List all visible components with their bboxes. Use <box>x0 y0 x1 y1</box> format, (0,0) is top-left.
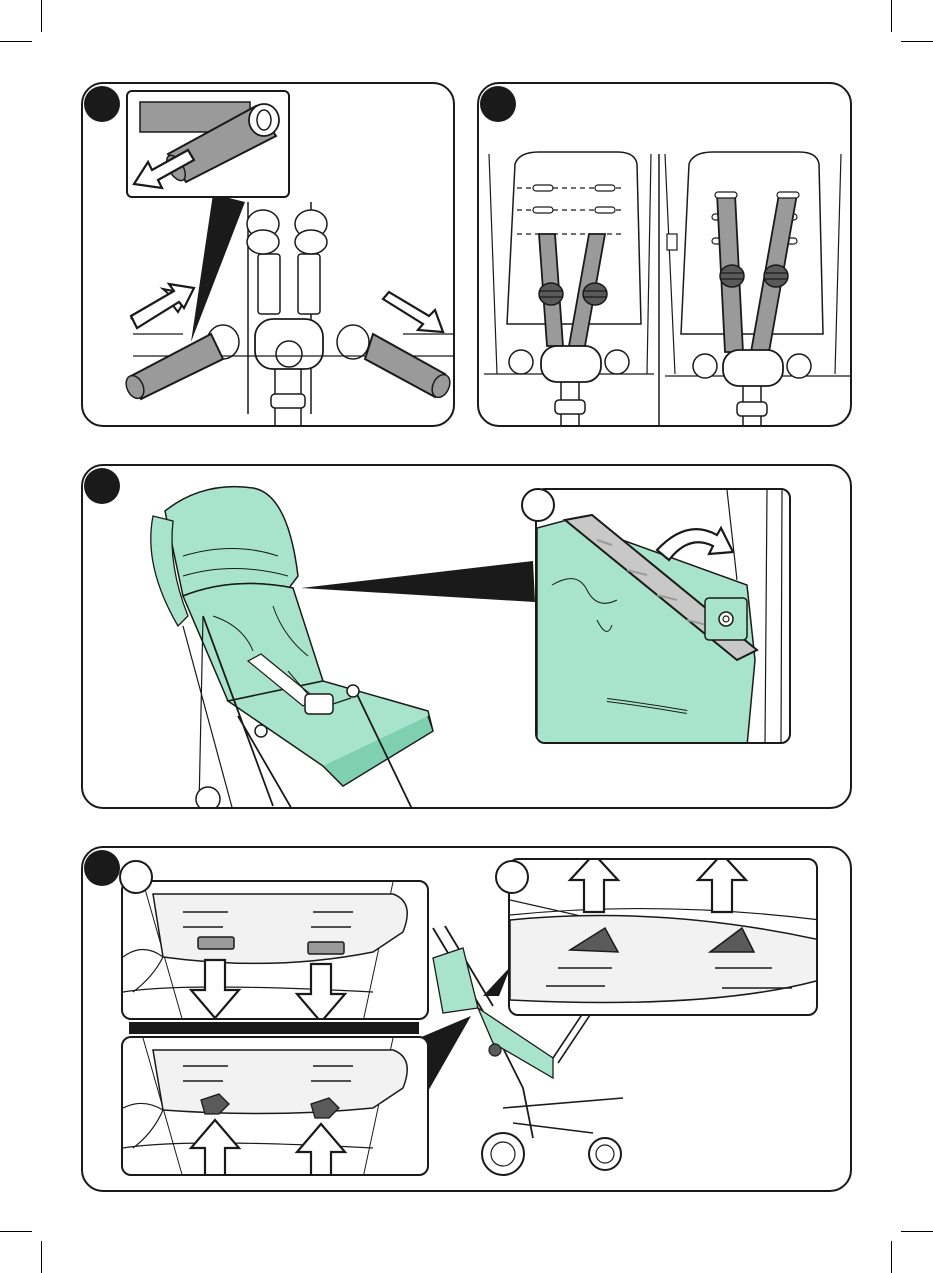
crop-mark <box>41 0 42 32</box>
panel-step-4 <box>81 846 852 1192</box>
sub-badge-b <box>119 860 153 894</box>
arrow-up-icon <box>297 1124 345 1176</box>
arrow-up-icon <box>698 860 746 912</box>
panel-step-3 <box>81 464 852 809</box>
inset-clips-bottom <box>121 1036 429 1176</box>
arrow-down-icon <box>191 960 239 1018</box>
arrow-down-icon <box>297 964 345 1020</box>
curved-arrow-icon <box>657 528 733 560</box>
crop-mark <box>901 1231 933 1232</box>
crop-mark <box>0 41 32 42</box>
panel-step-2 <box>477 82 852 427</box>
sub-badge-c <box>495 860 529 894</box>
inset-clips-top <box>121 880 429 1020</box>
inset-bar-detail <box>126 90 290 198</box>
fabric-edge-illustration <box>537 490 791 744</box>
sub-badge-a <box>521 488 555 522</box>
clips-engage-illustration <box>123 1038 429 1176</box>
clips-release-illustration <box>123 882 429 1020</box>
crop-mark <box>901 41 933 42</box>
step-badge-1 <box>84 86 120 122</box>
shoulder-straps-illustration <box>479 84 852 427</box>
arrow-up-icon <box>191 1120 239 1176</box>
step-badge-2 <box>480 86 516 122</box>
crop-mark <box>41 1241 42 1273</box>
inset-clips-side <box>508 858 818 1016</box>
bar-end-illustration <box>128 92 290 198</box>
clips-lift-illustration <box>510 860 818 1016</box>
crop-mark <box>891 1241 892 1273</box>
crop-mark <box>891 0 892 32</box>
step-badge-3 <box>84 468 120 504</box>
crop-mark <box>0 1231 32 1232</box>
arrow-up-icon <box>570 860 618 912</box>
step-badge-4 <box>84 850 120 886</box>
panel-step-1 <box>81 82 455 427</box>
inset-fabric-detail <box>535 488 791 744</box>
